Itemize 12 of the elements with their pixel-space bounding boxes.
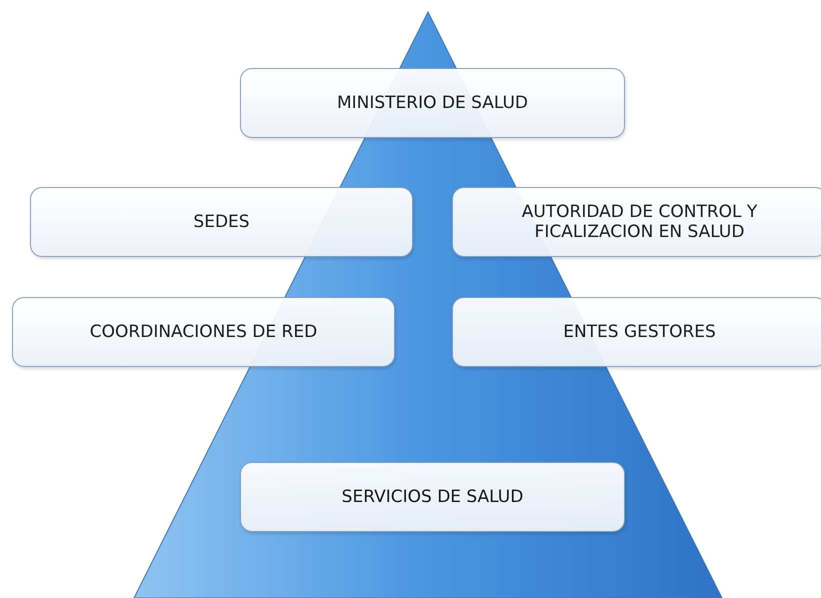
level-box bbox=[452, 187, 821, 257]
level-box bbox=[12, 297, 395, 367]
level-label: MINISTERIO DE SALUD bbox=[336, 92, 530, 114]
level-label: SERVICIOS DE SALUD bbox=[340, 486, 524, 508]
level-box bbox=[452, 297, 821, 367]
level-box bbox=[240, 462, 625, 532]
level-label: COORDINACIONES DE RED bbox=[88, 322, 318, 342]
level-label: SEDES bbox=[192, 212, 251, 232]
level-label: ENTES GESTORES bbox=[562, 322, 717, 342]
level-box bbox=[30, 187, 413, 257]
level-box bbox=[240, 68, 625, 138]
level-label: AUTORIDAD DE CONTROL Y FICALIZACION EN SALUD bbox=[520, 202, 758, 242]
